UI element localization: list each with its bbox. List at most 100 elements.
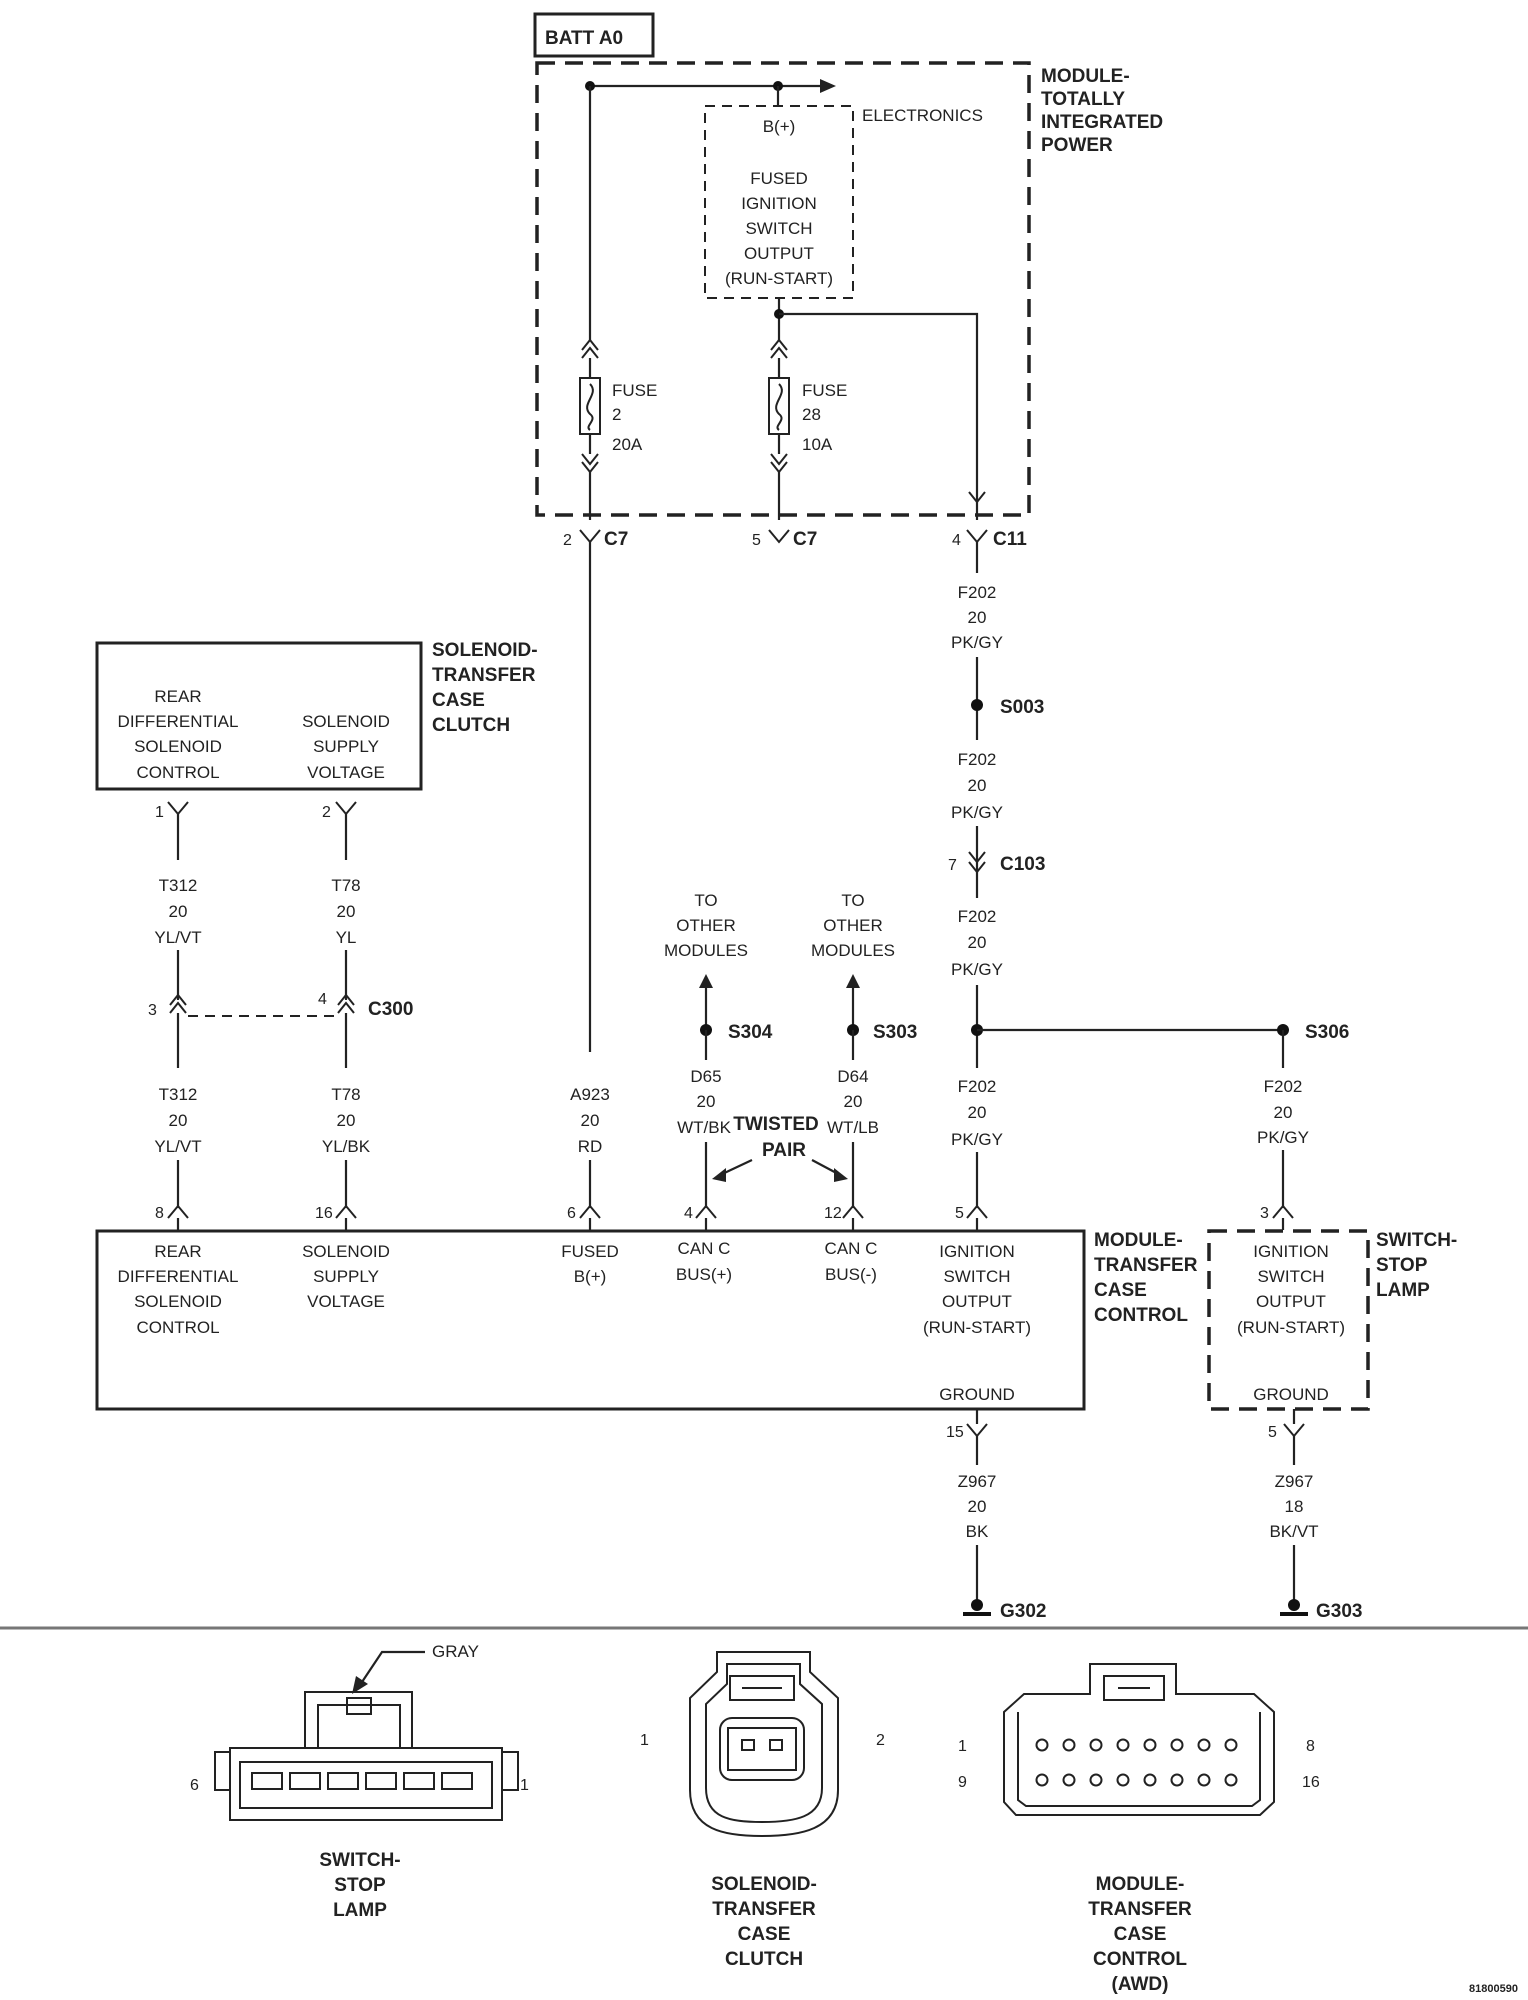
s304-label: S304: [728, 1022, 773, 1043]
tcm-pin15-symbol: [966, 1423, 988, 1438]
d65-line2: 20: [697, 1092, 716, 1111]
fuse2-label-line3: 20A: [612, 435, 643, 454]
tcm-ignition-line1: IGNITION: [939, 1242, 1015, 1261]
tcm-cavity-12: [1116, 1773, 1130, 1787]
fuse28-top-connector-symbol: [770, 338, 788, 359]
solenoid-name-line3: CASE: [432, 690, 485, 711]
solenoid-name-line1: SOLENOID-: [432, 640, 538, 661]
ign-output-to-c11-wire: [779, 312, 979, 500]
d64-line2: 20: [844, 1092, 863, 1111]
stop-lamp-pin3-symbol: [1272, 1204, 1294, 1219]
tcm-pin4-number: 4: [684, 1205, 693, 1222]
tcm-can-minus-line2: BUS(-): [825, 1265, 877, 1284]
to-other-b-line1: TO: [841, 891, 864, 910]
c300-label: C300: [368, 999, 413, 1020]
stop-lamp-ignition-line3: OUTPUT: [1256, 1292, 1326, 1311]
f202-b-line3: PK/GY: [951, 803, 1003, 822]
tipm-name-line2: TOTALLY: [1041, 89, 1125, 110]
f202-a-line3: PK/GY: [951, 633, 1003, 652]
tcm-name-line3: CASE: [1094, 1280, 1147, 1301]
sol-rear-diff-line1: REAR: [154, 687, 201, 706]
tcm-cavity-16: [1224, 1773, 1238, 1787]
stop-lamp-ignition-line2: SWITCH: [1257, 1267, 1324, 1286]
t312-b-line2: 20: [169, 1111, 188, 1130]
s303-label: S303: [873, 1022, 917, 1043]
solenoid-terminal-2: [769, 1739, 783, 1751]
to-other-b-line3: MODULES: [811, 941, 895, 960]
batt-a0-label: BATT A0: [545, 28, 623, 49]
sol-supply-line1: SOLENOID: [302, 712, 390, 731]
tcm-name-line2: TRANSFER: [1094, 1255, 1198, 1276]
tcm-connector-latch: [1103, 1675, 1165, 1701]
t78-a-line3: YL: [336, 928, 357, 947]
gray-leader-line: [357, 1650, 425, 1689]
stop-lamp-cavity-1: [251, 1772, 283, 1790]
fuse2-label-line2: 2: [612, 405, 621, 424]
to-other-a-line2: OTHER: [676, 916, 736, 935]
tcm-pin16-symbol: [335, 1204, 357, 1219]
tcm-cavity-7: [1197, 1738, 1211, 1752]
sol-rear-diff-line2: DIFFERENTIAL: [118, 712, 239, 731]
stop-lamp-connector-cavity-row: [239, 1761, 493, 1809]
fused-output-line3: SWITCH: [745, 219, 812, 238]
d64-line3: WT/LB: [827, 1118, 879, 1137]
c7-pin2-symbol: [579, 529, 601, 544]
tcm-supply-line1: SOLENOID: [302, 1242, 390, 1261]
z967-b-line1: Z967: [1275, 1472, 1314, 1491]
solenoid-terminal-1: [741, 1739, 755, 1751]
tcm-rear-diff-line2: DIFFERENTIAL: [118, 1267, 239, 1286]
stop-lamp-name-line3: LAMP: [1376, 1280, 1430, 1301]
tcm-pin6-number: 6: [567, 1205, 576, 1222]
f202-b-line1: F202: [958, 750, 997, 769]
solenoid-name-line4: CLUTCH: [432, 715, 510, 736]
c103-pin-number: 7: [948, 857, 957, 874]
z967-b-line3: BK/VT: [1269, 1522, 1318, 1541]
stop-lamp-pin5-number: 5: [1268, 1424, 1277, 1441]
z967-b-line2: 18: [1285, 1497, 1304, 1516]
tcm-pin12-symbol: [842, 1204, 864, 1219]
tipm-name-line3: INTEGRATED: [1041, 112, 1163, 133]
t78-a-line2: 20: [337, 902, 356, 921]
c7-pin2-number: 2: [563, 532, 572, 549]
tipm-name: MODULE- TOTALLY INTEGRATED POWER: [1041, 66, 1163, 156]
stop-lamp-connector-key: [346, 1697, 372, 1715]
tcm-name-line4: CONTROL: [1094, 1305, 1188, 1326]
stop-lamp-view-caption-line2: STOP: [334, 1875, 386, 1896]
tcm-view-caption-line2: TRANSFER: [1088, 1899, 1192, 1920]
fused-output-line4: OUTPUT: [744, 244, 814, 263]
tcm-supply-line2: SUPPLY: [313, 1267, 379, 1286]
tcm-cavity-2: [1062, 1738, 1076, 1752]
fuse28-label-line1: FUSE: [802, 381, 847, 400]
fused-output-line2: IGNITION: [741, 194, 817, 213]
solenoid-view-caption-line2: TRANSFER: [712, 1899, 816, 1920]
to-other-a-line3: MODULES: [664, 941, 748, 960]
stop-lamp-pin3-number: 3: [1260, 1205, 1269, 1222]
stop-lamp-view-caption-line1: SWITCH-: [319, 1850, 400, 1871]
tcm-name-line1: MODULE-: [1094, 1230, 1183, 1251]
solenoid-view-caption-line1: SOLENOID-: [711, 1874, 817, 1895]
c300-pin3-number: 3: [148, 1002, 157, 1019]
stop-lamp-cavity-5: [403, 1772, 435, 1790]
stop-lamp-cavity-6: [441, 1772, 473, 1790]
f202-d-line2: 20: [968, 1103, 987, 1122]
fused-output-line1: FUSED: [750, 169, 808, 188]
tipm-module-outline: [535, 61, 1031, 517]
fuse28-label-line3: 10A: [802, 435, 833, 454]
tcm-ignition-line4: (RUN-START): [923, 1318, 1031, 1337]
solenoid-connector-view: 1 2: [640, 1651, 885, 1838]
fuse2-element: [586, 383, 594, 431]
tcm-view-pin-16: 16: [1302, 1774, 1320, 1791]
twisted-pair-line1: TWISTED: [733, 1114, 819, 1135]
f202-c-line2: 20: [968, 933, 987, 952]
fuse28-label-line2: 28: [802, 405, 821, 424]
sol-supply-line3: VOLTAGE: [307, 763, 385, 782]
c103-label: C103: [1000, 854, 1045, 875]
g303-label: G303: [1316, 1601, 1362, 1622]
tcm-pin12-number: 12: [824, 1205, 842, 1222]
tipm-name-line4: POWER: [1041, 135, 1113, 156]
solenoid-connector-inner: [705, 1663, 823, 1824]
solenoid-name-line2: TRANSFER: [432, 665, 536, 686]
f202-c-line1: F202: [958, 907, 997, 926]
solenoid-view-caption-line4: CLUTCH: [725, 1949, 803, 1970]
